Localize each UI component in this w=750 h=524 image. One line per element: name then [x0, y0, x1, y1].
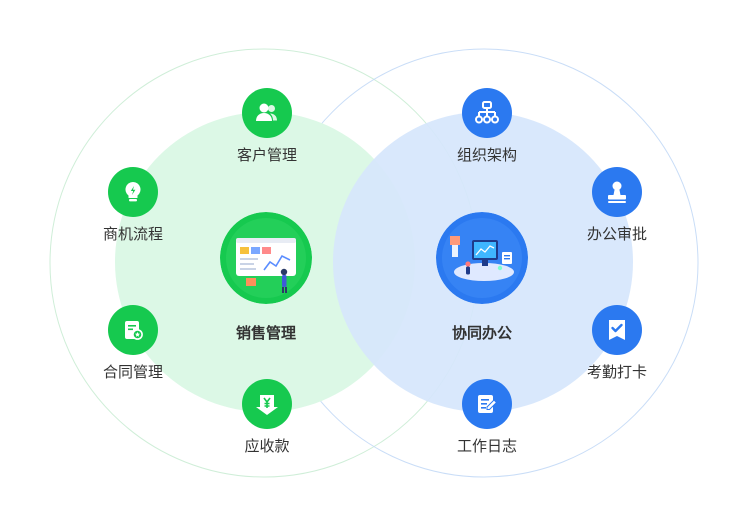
center-label: 协同办公: [451, 324, 512, 342]
node-receivables[interactable]: 应收款: [207, 379, 327, 456]
contract-icon: [108, 305, 158, 355]
node-office-approval[interactable]: 办公审批: [557, 167, 677, 244]
center-sales-management[interactable]: 销售管理: [201, 212, 331, 343]
approval-stamp-icon: [592, 167, 642, 217]
yen-download-icon: [242, 379, 292, 429]
node-contract-management[interactable]: 合同管理: [73, 305, 193, 382]
node-customer-management[interactable]: 客户管理: [207, 88, 327, 165]
users-icon: [242, 88, 292, 138]
office-collaboration-illustration-icon: [436, 212, 528, 304]
node-label: 商机流程: [102, 225, 163, 243]
node-label: 合同管理: [102, 363, 163, 381]
node-label: 办公审批: [586, 225, 647, 243]
node-opportunity-flow[interactable]: 商机流程: [73, 167, 193, 244]
node-attendance-checkin[interactable]: 考勤打卡: [557, 305, 677, 382]
org-chart-icon: [462, 88, 512, 138]
sales-dashboard-illustration-icon: [220, 212, 312, 304]
node-label: 应收款: [244, 437, 290, 455]
node-label: 客户管理: [236, 146, 297, 164]
work-log-icon: [462, 379, 512, 429]
check-in-icon: [592, 305, 642, 355]
node-org-structure[interactable]: 组织架构: [427, 88, 547, 165]
center-label: 销售管理: [235, 324, 296, 342]
lightbulb-icon: [108, 167, 158, 217]
node-label: 工作日志: [456, 437, 517, 455]
node-work-log[interactable]: 工作日志: [427, 379, 547, 456]
node-label: 组织架构: [456, 146, 517, 164]
center-collaborative-office[interactable]: 协同办公: [417, 212, 547, 343]
node-label: 考勤打卡: [586, 363, 647, 381]
